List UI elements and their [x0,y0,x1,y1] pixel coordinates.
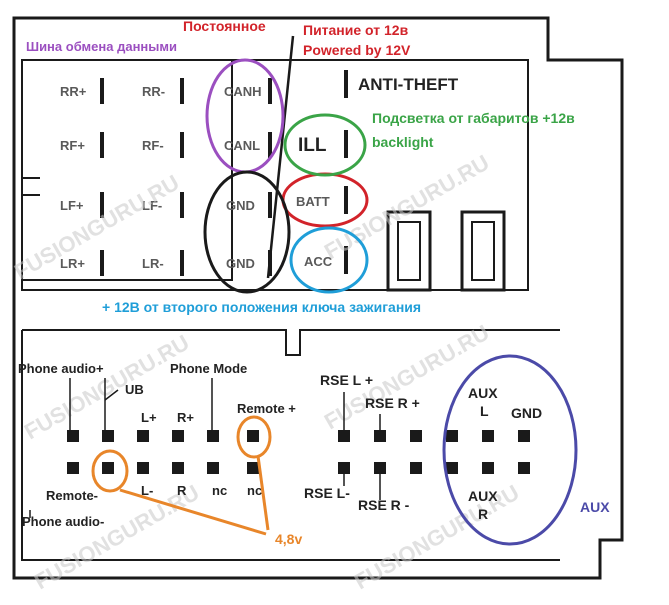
label-rr-minus: RR- [142,84,165,99]
label-lf-plus: LF+ [60,198,84,213]
label-batt: BATT [296,194,330,209]
remote-minus-highlight-circle [91,449,129,493]
label-gnd-1: GND [226,198,255,213]
label-phone-audio-plus: Phone audio+ [18,361,104,376]
pin-canl [268,132,272,158]
pin-lf-minus [180,192,184,218]
connector-outline [12,16,624,580]
annotation-power-en: Powered by 12V [303,42,411,58]
label-gnd-2: GND [226,256,255,271]
label-gnd: GND [511,405,542,421]
label-rf-plus: RF+ [60,138,85,153]
pin-lr-plus [100,250,104,276]
label-aux-r-b: R [478,506,488,522]
rse-leaders [343,392,381,500]
label-rr-plus: RR+ [60,84,87,99]
key-slot-left [386,210,432,292]
label-acc: ACC [304,254,333,269]
label-rf-minus: RF- [142,138,164,153]
remote-plus-highlight-circle [236,415,272,459]
key-slot-right [460,210,506,292]
label-canl: CANL [224,138,260,153]
pin-canh [268,78,272,104]
label-anti-theft: ANTI-THEFT [358,75,459,94]
label-ill: ILL [298,135,327,156]
connector-frame-right [21,59,529,291]
label-remote-plus: Remote + [237,401,296,416]
label-nc-2: nc [247,483,262,498]
label-rse-r-plus: RSE R + [365,395,420,411]
label-remote-minus: Remote- [46,488,98,503]
pin-rr-minus [180,78,184,104]
annotation-voltage: 4,8v [275,531,302,547]
annotation-backlight-ru: Подсветка от габаритов +12в [372,110,575,126]
annotation-ignition-ru: + 12В от второго положения ключа зажиган… [102,299,421,315]
lower-frame-side [21,330,560,561]
label-rse-l-plus: RSE L + [320,372,373,388]
key-slot-right-inner [471,221,495,281]
annotation-backlight-en: backlight [372,134,434,150]
voltage-leader-1 [256,455,270,531]
annotation-power-ru: Питание от 12в [303,22,409,38]
gnd-highlight-ellipse [203,170,291,294]
label-lf-minus: LF- [142,198,162,213]
aux-highlight-ellipse [442,354,578,546]
label-r: R [177,483,187,498]
annotation-postoyannoe: Постоянное [183,18,266,34]
label-nc-1: nc [212,483,227,498]
annotation-aux: AUX [580,499,610,515]
phone-leaders [29,378,213,518]
lower-frame [22,329,560,356]
pin-lf-plus [100,192,104,218]
power-connector-frame [21,59,233,281]
pin-batt [344,186,348,214]
phone-pins [67,430,259,474]
pin-rr-plus [100,78,104,104]
batt-leader-line [266,35,295,279]
label-r-plus: R+ [177,410,194,425]
label-phone-mode: Phone Mode [170,361,247,376]
rse-pins [338,430,530,474]
label-lr-plus: LR+ [60,256,85,271]
label-l-plus: L+ [141,410,157,425]
label-canh: CANH [224,84,262,99]
label-ub: UB [125,382,144,397]
annotation-bus-ru: Шина обмена данными [26,39,177,54]
label-phone-audio-minus: Phone audio- [22,514,104,529]
key-slot-left-inner [397,221,421,281]
label-rse-r-minus: RSE R - [358,497,410,513]
label-rse-l-minus: RSE L- [304,485,350,501]
label-aux-l-b: L [480,403,489,419]
pin-lr-minus [180,250,184,276]
watermark: FUSIONGURU.RU [20,330,193,445]
label-aux-l-a: AUX [468,385,498,401]
label-l-minus: L- [141,483,153,498]
voltage-leader-2 [119,488,267,536]
pin-ill [344,130,348,158]
pin-anti-theft [344,70,348,98]
pin-rf-plus [100,132,104,158]
ill-highlight-circle [283,113,367,177]
label-lr-minus: LR- [142,256,164,271]
acc-highlight-circle [289,226,369,294]
pin-rf-minus [180,132,184,158]
pin-gnd-1 [268,192,272,218]
label-aux-r-a: AUX [468,488,498,504]
pin-acc [344,246,348,274]
can-highlight-ellipse [205,58,285,174]
